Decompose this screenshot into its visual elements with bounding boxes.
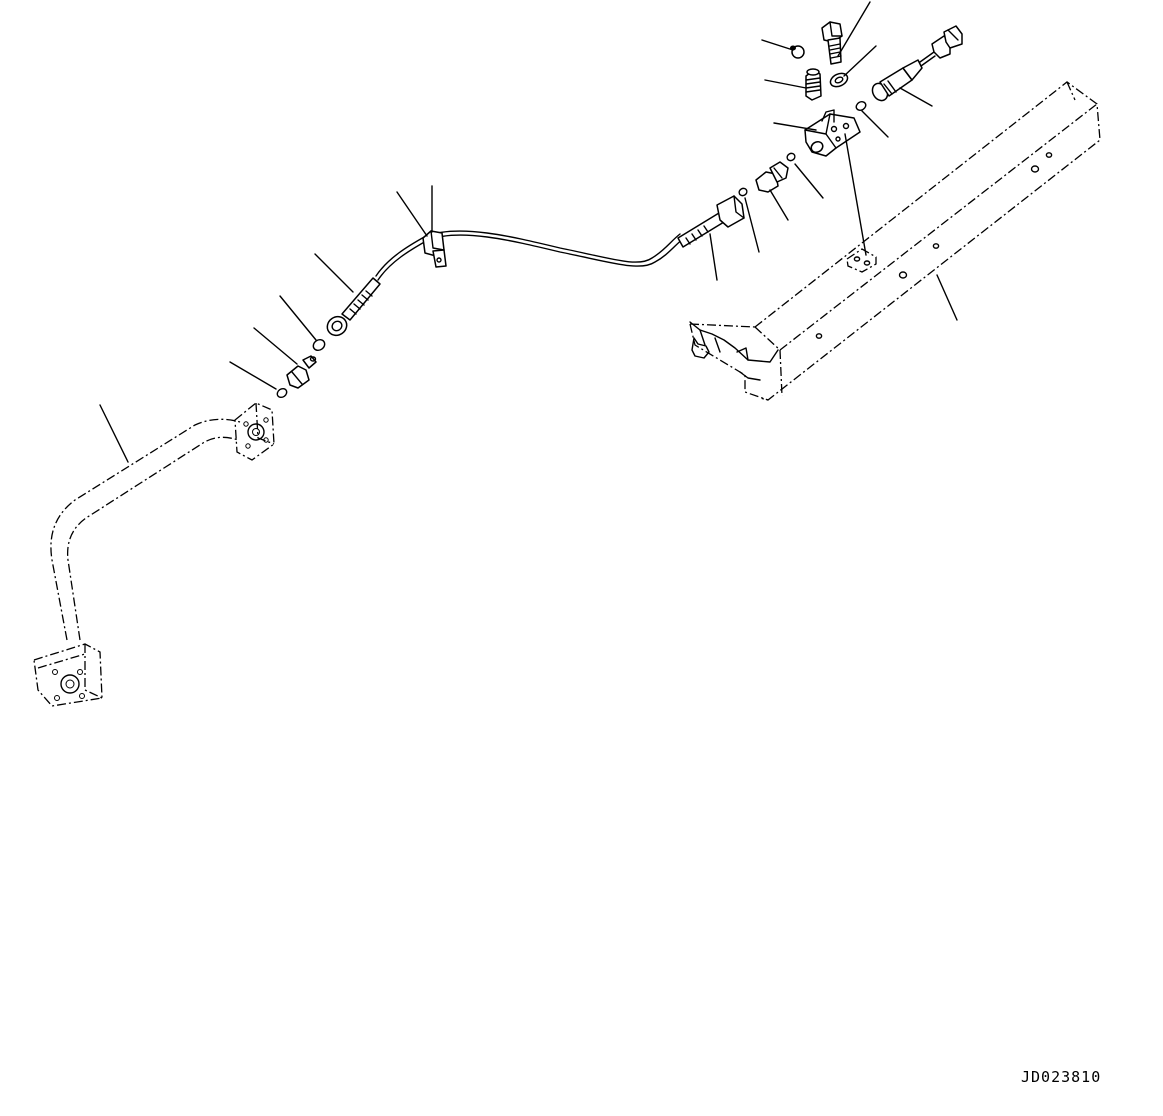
pipe xyxy=(33,402,275,707)
junction-block xyxy=(804,109,861,157)
hose-clamp xyxy=(422,230,447,268)
o-ring-left-1 xyxy=(276,387,288,399)
breather-fitting xyxy=(805,68,822,101)
pressure-sensor xyxy=(871,51,936,102)
adapter-right xyxy=(755,161,789,193)
connector xyxy=(931,25,963,59)
o-ring-sensor xyxy=(855,101,867,111)
hose-end-fitting-right xyxy=(677,195,745,248)
adapter-left xyxy=(286,355,317,389)
leader-lines xyxy=(99,1,958,463)
hose xyxy=(375,230,685,281)
hose-end-fitting-left xyxy=(326,277,381,337)
o-ring-left-2 xyxy=(312,338,326,352)
washer xyxy=(829,72,849,88)
plug xyxy=(790,45,805,59)
o-ring-right-1 xyxy=(738,187,748,197)
bolt xyxy=(821,21,843,65)
drawing-code: JD023810 xyxy=(1021,1068,1102,1086)
o-ring-right-2 xyxy=(786,152,796,162)
frame-beam xyxy=(689,81,1101,401)
